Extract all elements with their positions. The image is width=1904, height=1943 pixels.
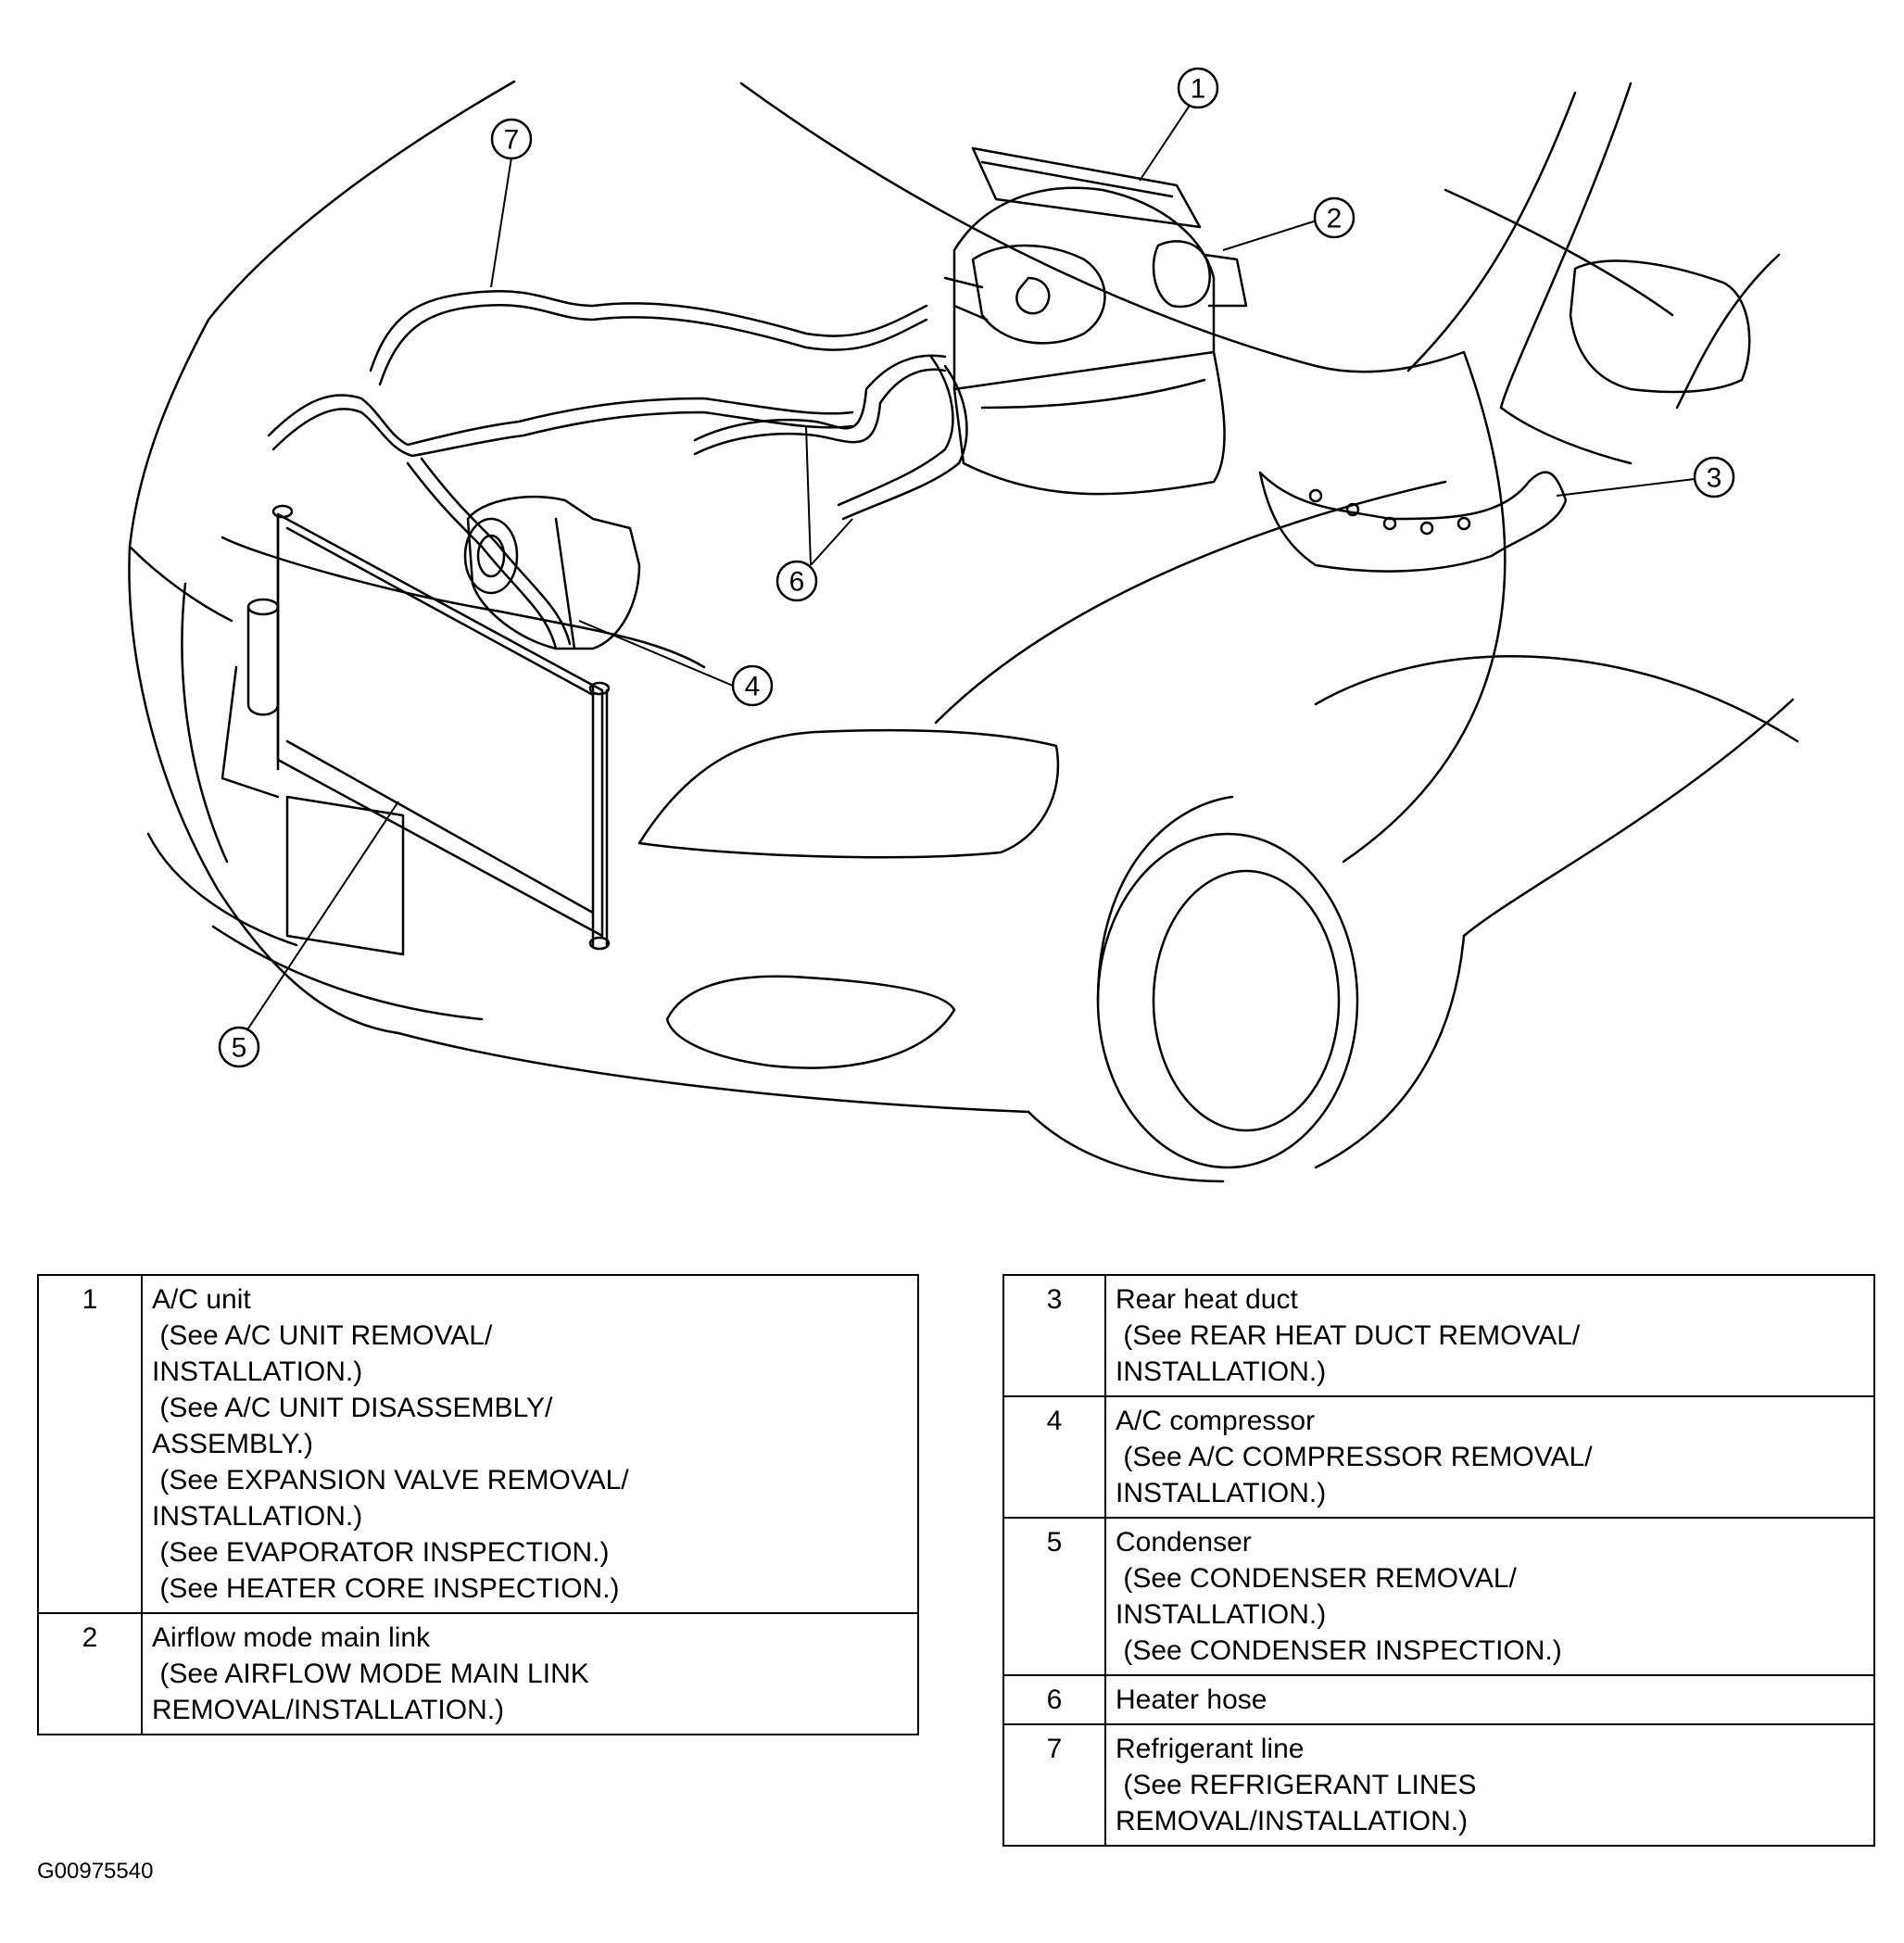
legend-item-description: Heater hose <box>1104 1674 1875 1725</box>
legend-item-number: 2 <box>37 1612 143 1735</box>
callout-4-circle <box>731 664 774 707</box>
legend-item-title: Refrigerant line <box>1116 1734 1305 1764</box>
callout-7-number: 7 <box>504 125 520 156</box>
legend-item-number: 7 <box>1002 1723 1106 1847</box>
legend-item-number: 5 <box>1002 1517 1106 1676</box>
legend-item-description: Refrigerant line (See REFRIGERANT LINES R… <box>1104 1723 1875 1847</box>
callout-5-circle <box>218 1026 260 1068</box>
legend-item-description: Condenser (See CONDENSER REMOVAL/INSTALL… <box>1104 1517 1875 1676</box>
legend-item-reference: (See A/C UNIT DISASSEMBLY/ <box>152 1393 553 1423</box>
ac-compressor <box>463 495 641 650</box>
callout-1-circle <box>1177 67 1219 109</box>
legend-item-description: A/C compressor (See A/C COMPRESSOR REMOV… <box>1104 1395 1875 1519</box>
legend-item-number: 4 <box>1002 1395 1106 1519</box>
callout-6-circle <box>775 560 818 602</box>
callout-1-number: 1 <box>1191 74 1206 105</box>
legend-item-reference: INSTALLATION.) <box>152 1356 363 1387</box>
legend-item-reference: (See EVAPORATOR INSPECTION.) <box>152 1537 610 1568</box>
callout-leaders <box>238 92 1696 1043</box>
legend-item-description: Airflow mode main link (See AIRFLOW MODE… <box>141 1612 919 1735</box>
legend-item-reference: (See A/C COMPRESSOR REMOVAL/ <box>1116 1442 1593 1472</box>
legend-item-number: 3 <box>1002 1274 1106 1397</box>
heater-hoses <box>693 354 968 521</box>
legend-item-title: Condenser <box>1116 1527 1252 1558</box>
callout-7-circle <box>490 118 533 160</box>
legend-item-number: 6 <box>1002 1674 1106 1725</box>
callout-2-circle <box>1313 196 1355 239</box>
callout-5-number: 5 <box>232 1033 247 1064</box>
callout-3-circle <box>1693 456 1735 498</box>
legend-item-reference: (See EXPANSION VALVE REMOVAL/ <box>152 1465 629 1495</box>
license-plate <box>285 795 405 956</box>
legend-item-title: Heater hose <box>1116 1684 1267 1715</box>
legend-row: 6 Heater hose <box>1002 1674 1875 1725</box>
legend-item-reference: INSTALLATION.) <box>1116 1599 1327 1630</box>
legend-item-title: Airflow mode main link <box>152 1622 431 1653</box>
legend-item-number: 1 <box>37 1274 143 1614</box>
legend-item-reference: REMOVAL/INSTALLATION.) <box>1116 1806 1469 1836</box>
legend-item-description: A/C unit (See A/C UNIT REMOVAL/INSTALLAT… <box>141 1274 919 1614</box>
fog-lamp <box>665 975 956 1069</box>
rear-heat-duct <box>1258 471 1568 573</box>
callout-4-number: 4 <box>745 672 761 702</box>
car-body-outline <box>128 80 1799 1183</box>
legend-item-reference: INSTALLATION.) <box>1116 1356 1327 1387</box>
receiver-drier <box>221 598 280 799</box>
callout-2-number: 2 <box>1327 204 1343 234</box>
legend-item-reference: (See A/C UNIT REMOVAL/ <box>152 1320 493 1351</box>
legend-item-reference: INSTALLATION.) <box>152 1501 363 1532</box>
legend-item-reference: ASSEMBLY.) <box>152 1429 313 1459</box>
legend-item-reference: (See CONDENSER REMOVAL/ <box>1116 1563 1517 1594</box>
bumper-line <box>146 832 298 947</box>
ac-unit <box>943 146 1226 496</box>
legend-item-title: A/C unit <box>152 1284 251 1315</box>
ac-system-illustration: 1 2 3 4 5 6 7 <box>128 67 1799 1183</box>
front-wheel <box>1096 795 1359 1169</box>
legend-item-reference: INSTALLATION.) <box>1116 1478 1327 1508</box>
refrigerant-lines <box>267 289 928 650</box>
legend-item-description: Rear heat duct (See REAR HEAT DUCT REMOV… <box>1104 1274 1875 1397</box>
callout-3-number: 3 <box>1707 463 1722 494</box>
legend-item-title: A/C compressor <box>1116 1406 1316 1436</box>
legend-item-reference: (See REFRIGERANT LINES <box>1116 1770 1477 1800</box>
legend-item-reference: (See CONDENSER INSPECTION.) <box>1116 1635 1562 1666</box>
airflow-mode-main-link <box>1152 240 1248 309</box>
headlamp <box>637 728 1060 859</box>
side-mirror <box>1569 259 1751 394</box>
callout-6-number: 6 <box>789 567 805 598</box>
legend-item-title: Rear heat duct <box>1116 1284 1298 1315</box>
legend-item-reference: (See AIRFLOW MODE MAIN LINK <box>152 1659 589 1689</box>
legend-item-reference: REMOVAL/INSTALLATION.) <box>152 1695 505 1725</box>
figure-id: G00975540 <box>37 1859 154 1884</box>
legend-item-reference: (See REAR HEAT DUCT REMOVAL/ <box>1116 1320 1581 1351</box>
legend-item-reference: (See HEATER CORE INSPECTION.) <box>152 1573 620 1604</box>
